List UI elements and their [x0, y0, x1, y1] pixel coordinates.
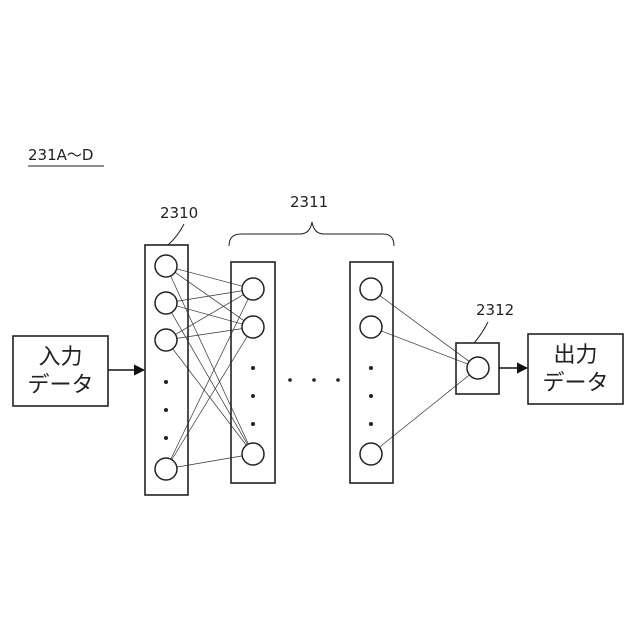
- ellipsis-dot: [251, 366, 255, 370]
- output-data-box: 出力 データ: [528, 334, 623, 404]
- input-data-box: 入力 データ: [13, 336, 108, 406]
- output-layer-2312: [456, 343, 499, 394]
- ellipsis-dot: [369, 394, 373, 398]
- node: [242, 278, 264, 300]
- hidden-layers-ref: 2311: [290, 193, 328, 211]
- node: [155, 292, 177, 314]
- connection-line: [173, 349, 247, 446]
- connection-line: [172, 336, 248, 459]
- ellipsis-dot: [251, 422, 255, 426]
- connection-line: [171, 276, 249, 444]
- output-box-line1: 出力: [553, 343, 597, 368]
- ellipsis-dot: [336, 378, 340, 382]
- node: [155, 255, 177, 277]
- connection-line: [171, 299, 248, 459]
- ellipsis-dot: [164, 408, 168, 412]
- node: [242, 443, 264, 465]
- connection-line: [177, 306, 243, 324]
- ellipsis-dot: [164, 436, 168, 440]
- connection-line: [177, 456, 242, 467]
- ellipsis-dot: [288, 378, 292, 382]
- figure-title: 231A〜D: [28, 146, 93, 164]
- connection-line: [175, 272, 244, 320]
- node: [155, 329, 177, 351]
- node: [360, 316, 382, 338]
- input-box-line1: 入力: [38, 345, 82, 370]
- ellipsis-dot: [312, 378, 316, 382]
- input-layer-ref: 2310: [160, 204, 198, 222]
- connection-line: [177, 269, 243, 286]
- input-layer-leader: [168, 224, 184, 245]
- input-layer-2310: [145, 245, 188, 495]
- connection-line: [175, 295, 243, 335]
- hidden-layer-first: [231, 262, 275, 483]
- output-box-line2: データ: [542, 371, 608, 396]
- connection-line: [381, 331, 467, 364]
- hidden-layer-last: [350, 262, 393, 483]
- hidden-layers-brace: [229, 222, 394, 246]
- node: [155, 458, 177, 480]
- node: [360, 443, 382, 465]
- connection-line: [177, 329, 242, 339]
- input-box-line2: データ: [27, 373, 93, 398]
- ellipsis-dot: [164, 380, 168, 384]
- node: [242, 316, 264, 338]
- ellipsis-dot: [369, 366, 373, 370]
- ellipsis-dot: [251, 394, 255, 398]
- node: [467, 357, 489, 379]
- ellipsis-dot: [369, 422, 373, 426]
- connection-lines: [171, 269, 470, 467]
- output-layer-ref: 2312: [476, 301, 514, 319]
- output-layer-leader: [474, 322, 488, 343]
- node: [360, 278, 382, 300]
- connection-line: [177, 291, 242, 302]
